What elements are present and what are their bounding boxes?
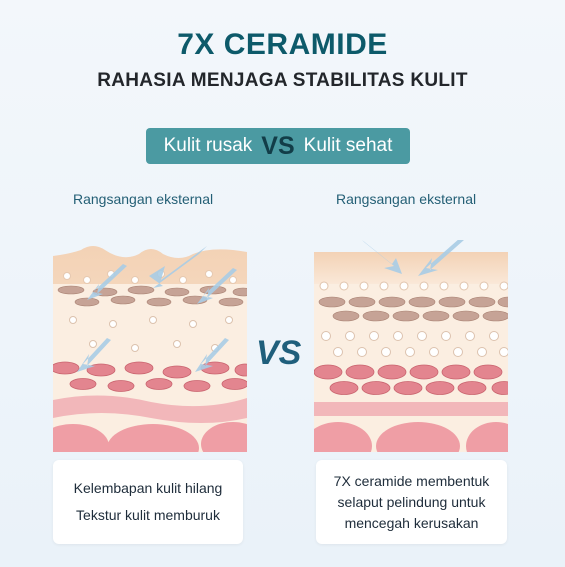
damaged-skin-caption-card: Kelembapan kulit hilang Tekstur kulit me…	[53, 460, 243, 544]
caption-line: 7X ceramide membentuk	[333, 472, 490, 489]
caption-line: mencegah kerusakan	[344, 514, 479, 531]
page-title: 7X CERAMIDE	[177, 28, 388, 61]
center-vs-text: VS	[256, 334, 302, 372]
right-stimulus-label: Rangsangan eksternal	[336, 191, 477, 207]
healthy-skin-illustration	[314, 240, 508, 452]
caption-line: Tekstur kulit memburuk	[76, 507, 220, 523]
comparison-badge: Kulit rusak VS Kulit sehat	[146, 128, 410, 164]
healthy-skin-caption-card: 7X ceramide membentuk selaput pelindung …	[316, 460, 507, 544]
damaged-skin-label: Kulit rusak	[163, 135, 253, 156]
badge-vs-text: VS	[261, 131, 295, 160]
page-subtitle: RAHASIA MENJAGA STABILITAS KULIT	[97, 70, 468, 91]
left-stimulus-label: Rangsangan eksternal	[73, 191, 214, 207]
healthy-skin-label: Kulit sehat	[303, 135, 393, 156]
damaged-skin-illustration	[53, 240, 247, 452]
caption-line: selaput pelindung untuk	[337, 493, 486, 510]
caption-line: Kelembapan kulit hilang	[73, 480, 223, 496]
